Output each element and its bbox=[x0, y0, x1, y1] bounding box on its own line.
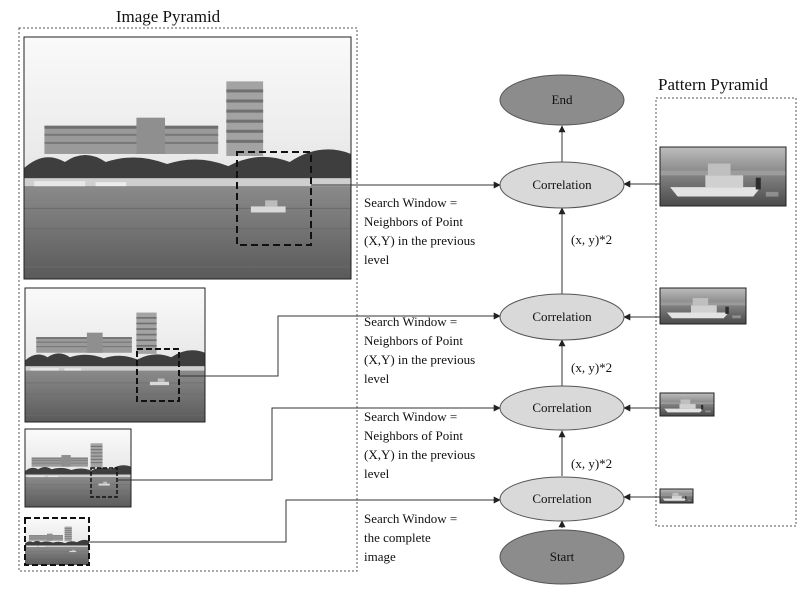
connector-level-2 bbox=[179, 312, 501, 377]
svg-text:image: image bbox=[364, 549, 396, 564]
scale-label-1: (x, y)*2 bbox=[571, 232, 612, 247]
svg-text:Neighbors of Point: Neighbors of Point bbox=[364, 333, 463, 348]
svg-text:Correlation: Correlation bbox=[532, 491, 592, 506]
svg-text:Neighbors of Point: Neighbors of Point bbox=[364, 214, 463, 229]
svg-text:level: level bbox=[364, 371, 390, 386]
svg-text:level: level bbox=[364, 466, 390, 481]
svg-text:Start: Start bbox=[550, 549, 575, 564]
svg-text:Search Window =: Search Window = bbox=[364, 314, 457, 329]
pattern-pyramid-panel bbox=[655, 97, 797, 527]
scale-label-2: (x, y)*2 bbox=[571, 360, 612, 375]
search-window-text-4: Search Window = the complete image bbox=[364, 511, 457, 564]
svg-text:Search Window =: Search Window = bbox=[364, 195, 457, 210]
search-window-box-1 bbox=[236, 151, 312, 246]
search-window-box-2 bbox=[136, 348, 180, 402]
search-window-box-3 bbox=[90, 467, 118, 498]
pattern-image-level-2 bbox=[659, 287, 747, 325]
scale-label-3: (x, y)*2 bbox=[571, 456, 612, 471]
search-window-text-1: Search Window = Neighbors of Point (X,Y)… bbox=[364, 195, 475, 267]
image-to-correlation-connectors bbox=[89, 181, 501, 543]
pyramid-image-level-1 bbox=[23, 36, 352, 280]
svg-text:(X,Y) in the previous: (X,Y) in the previous bbox=[364, 352, 475, 367]
pyramid-image-level-4 bbox=[25, 518, 89, 565]
pattern-pyramid-title: Pattern Pyramid bbox=[658, 75, 769, 94]
pyramid-image-level-2 bbox=[24, 287, 206, 423]
image-pyramid-panel bbox=[18, 27, 358, 572]
end-node: End bbox=[499, 74, 625, 126]
svg-text:(X,Y) in the previous: (X,Y) in the previous bbox=[364, 447, 475, 462]
svg-text:Correlation: Correlation bbox=[532, 400, 592, 415]
search-window-box-4 bbox=[24, 517, 90, 566]
svg-text:level: level bbox=[364, 252, 390, 267]
pattern-image-level-3 bbox=[659, 392, 715, 417]
correlation-node-3: Correlation bbox=[499, 385, 625, 431]
search-window-text-3: Search Window = Neighbors of Point (X,Y)… bbox=[364, 409, 475, 481]
image-pyramid-title: Image Pyramid bbox=[116, 7, 221, 26]
pattern-image-level-1 bbox=[659, 146, 787, 207]
connector-level-4 bbox=[89, 496, 501, 543]
svg-text:the complete: the complete bbox=[364, 530, 431, 545]
pattern-image-level-4 bbox=[659, 488, 694, 504]
svg-text:Search Window =: Search Window = bbox=[364, 511, 457, 526]
svg-text:Correlation: Correlation bbox=[532, 177, 592, 192]
svg-text:End: End bbox=[552, 92, 573, 107]
svg-text:(X,Y) in the previous: (X,Y) in the previous bbox=[364, 233, 475, 248]
connector-level-3 bbox=[117, 404, 501, 481]
correlation-node-4: Correlation bbox=[499, 476, 625, 522]
svg-text:Correlation: Correlation bbox=[532, 309, 592, 324]
svg-text:Neighbors of Point: Neighbors of Point bbox=[364, 428, 463, 443]
correlation-node-2: Correlation bbox=[499, 293, 625, 341]
pyramid-image-level-3 bbox=[24, 428, 132, 508]
correlation-node-1: Correlation bbox=[499, 161, 625, 209]
pattern-to-correlation-connectors bbox=[623, 180, 660, 501]
svg-text:Search Window =: Search Window = bbox=[364, 409, 457, 424]
start-node: Start bbox=[499, 529, 625, 585]
search-window-text-2: Search Window = Neighbors of Point (X,Y)… bbox=[364, 314, 475, 386]
